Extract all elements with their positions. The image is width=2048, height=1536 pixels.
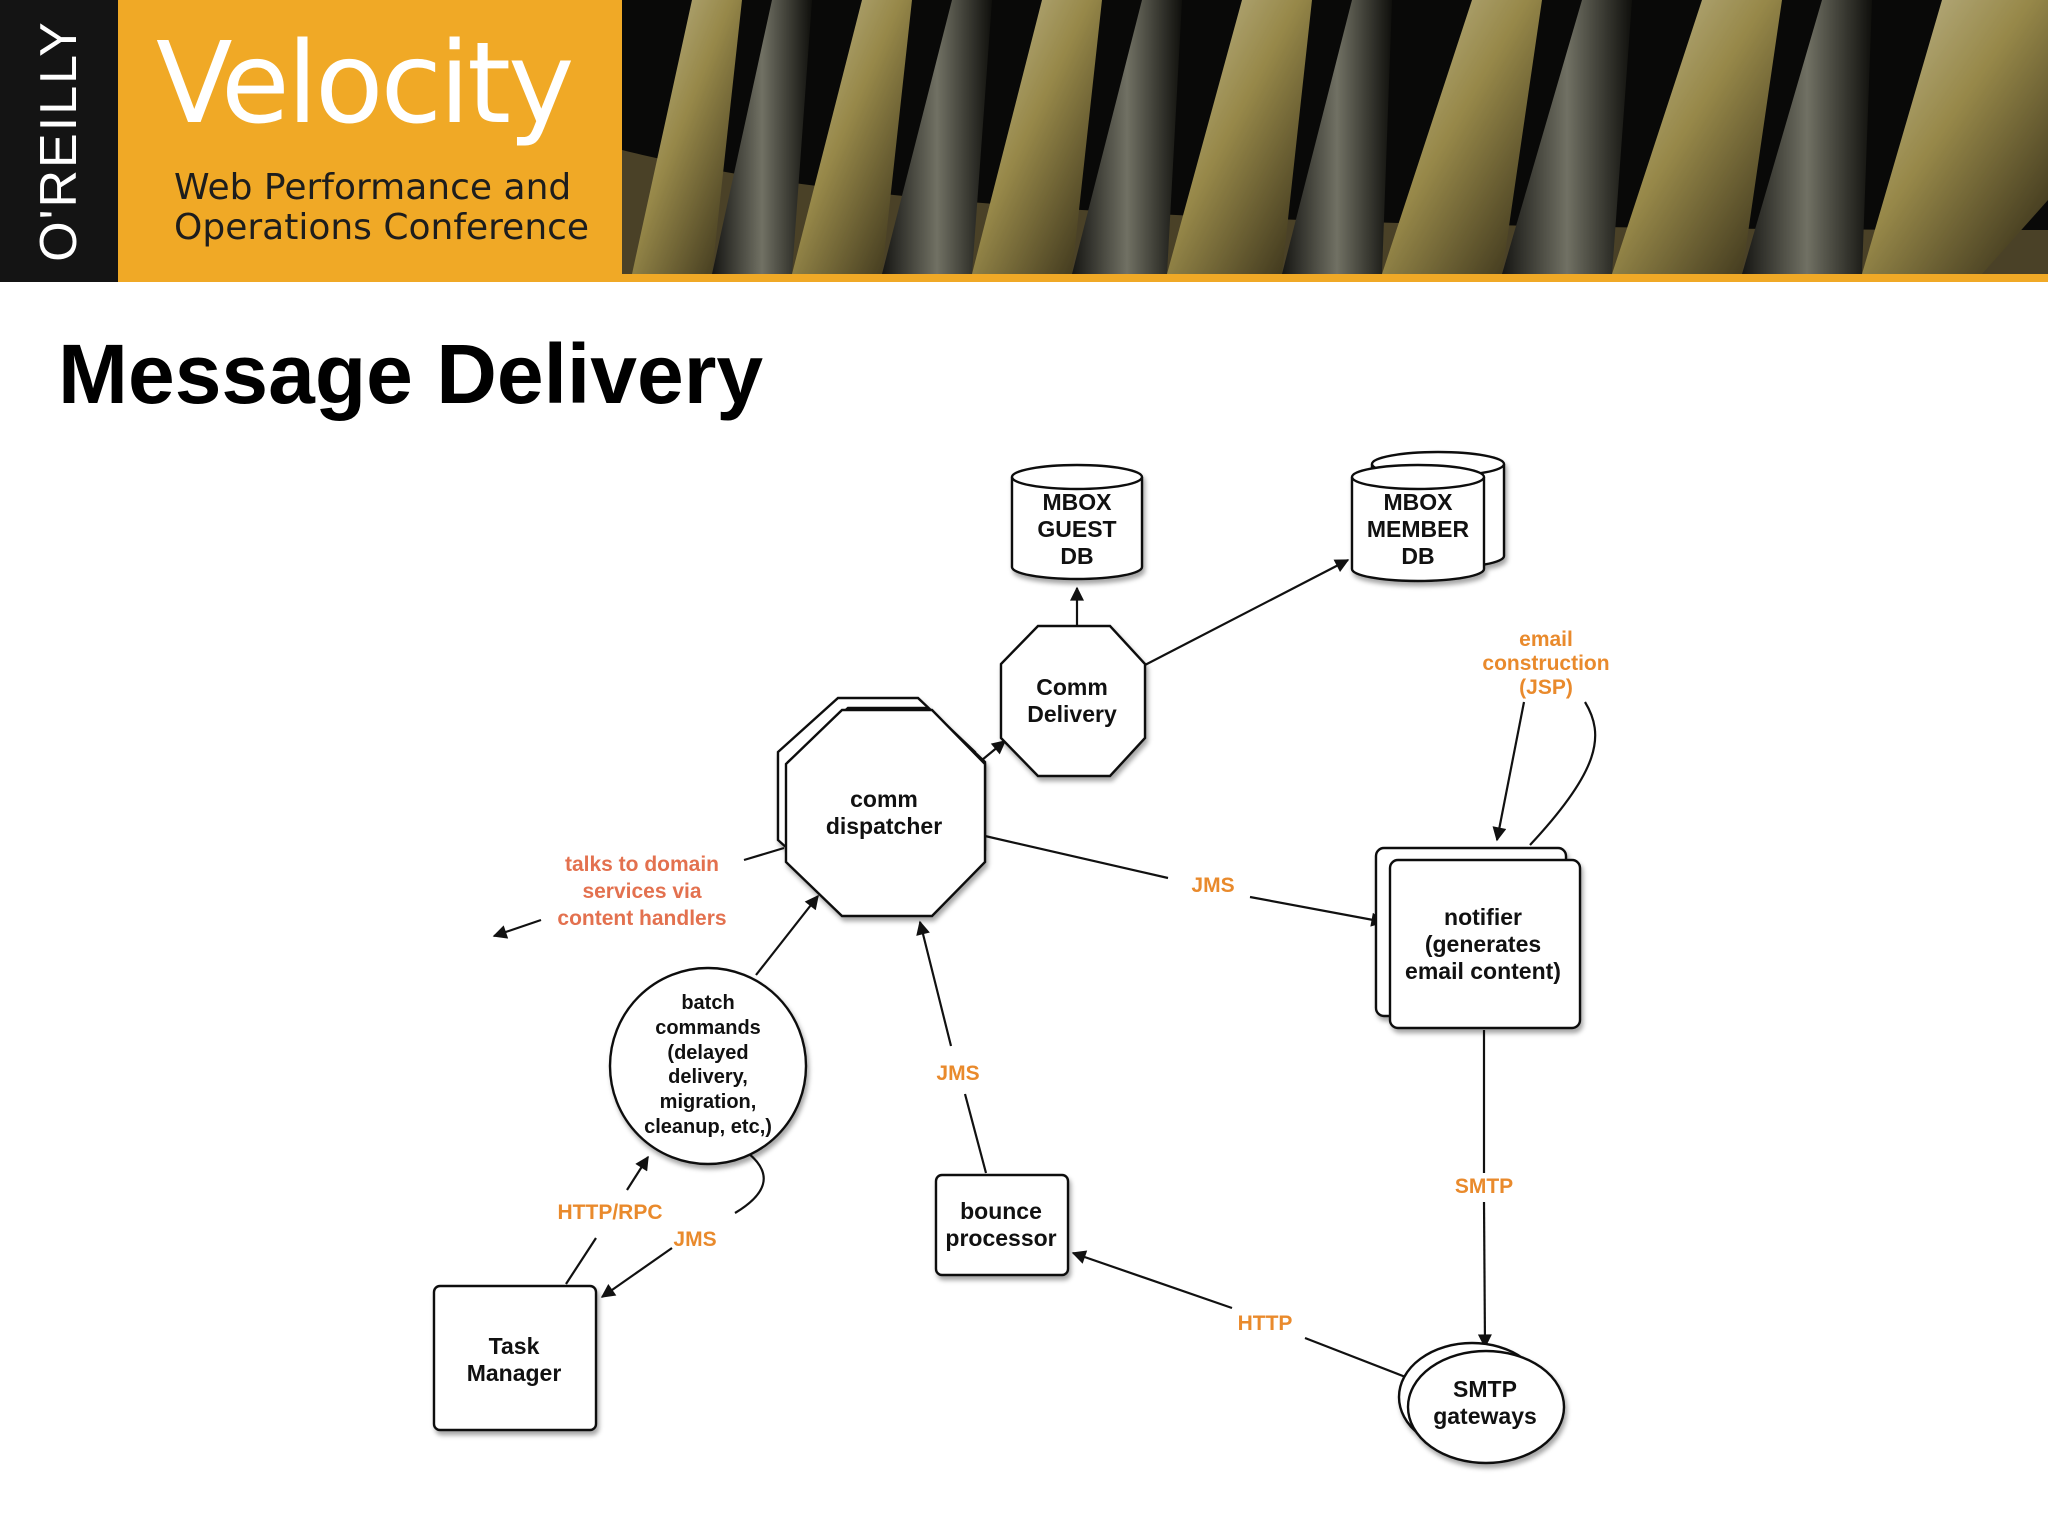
node-mbox-member-db-line-2: MEMBER [1367, 516, 1470, 542]
edge-http-to-bounce [1071, 1250, 1233, 1310]
node-comm-delivery-line-2: Delivery [1027, 701, 1117, 727]
conference-brand-panel: Velocity Web Performance and Operations … [118, 0, 622, 282]
node-mbox-guest-db-line-2: GUEST [1037, 516, 1116, 542]
edge-dispatcher-to-comm-delivery [981, 740, 1007, 761]
label-jms-bounce: JMS [936, 1062, 979, 1085]
node-bounce-processor-line-2: processor [945, 1225, 1056, 1251]
label-email-construction-line-2: construction [1482, 652, 1609, 675]
node-comm-dispatcher-line-1: comm [850, 786, 918, 812]
edge-task-manager-to-http-rpc [565, 1237, 597, 1285]
label-http: HTTP [1238, 1312, 1293, 1335]
node-smtp-gateways-line-1: SMTP [1453, 1376, 1517, 1402]
edge-email-construction-to-notifier [1492, 701, 1526, 842]
node-task-manager-line-2: Manager [467, 1360, 562, 1386]
node-smtp-gateways-line-2: gateways [1433, 1403, 1537, 1429]
conference-subtitle-line-1: Web Performance and [174, 167, 572, 208]
node-batch-commands-line-2: commands [655, 1017, 761, 1039]
node-batch-commands-line-3: (delayed [667, 1042, 748, 1064]
node-notifier-line-1: notifier [1444, 904, 1522, 930]
label-talks-to-domain-line-3: content handlers [557, 907, 726, 930]
node-batch-commands [608, 966, 808, 1166]
label-email-construction-line-1: email [1519, 628, 1573, 651]
conference-logo-title: Velocity [156, 19, 574, 149]
edge-batch-to-task-manager-jms [734, 1152, 765, 1214]
conference-subtitle-line-2: Operations Conference [174, 207, 590, 248]
node-mbox-guest-db [1010, 463, 1144, 581]
edge-smtp-label-to-gateways [1477, 1201, 1492, 1349]
node-batch-commands-line-1: batch [681, 992, 734, 1014]
node-task-manager-line-1: Task [489, 1333, 540, 1359]
label-smtp: SMTP [1455, 1175, 1513, 1198]
node-notifier [1374, 846, 1582, 1030]
header-banner: O'REILLY Velocity Web Performance and Op… [0, 0, 2048, 282]
label-talks-to-domain-line-2: services via [582, 880, 701, 903]
node-batch-commands-line-6: cleanup, etc,) [644, 1116, 772, 1138]
node-comm-dispatcher-line-2: dispatcher [826, 813, 942, 839]
edge-jms-to-notifier [1249, 895, 1386, 927]
edge-jms-label-to-dispatcher [916, 920, 953, 1047]
node-bounce-processor-line-1: bounce [960, 1198, 1042, 1224]
edge-gateways-to-http [1304, 1336, 1409, 1380]
publisher-strip: O'REILLY [0, 0, 118, 282]
label-email-construction-line-3: (JSP) [1519, 676, 1573, 699]
slide-title: Message Delivery [58, 327, 764, 421]
label-talks-to-domain-line-1: talks to domain [565, 853, 719, 876]
edge-comm-delivery-to-member-db [1142, 559, 1350, 667]
edge-http-rpc-to-batch [626, 1155, 649, 1191]
node-mbox-guest-db-line-3: DB [1060, 543, 1093, 569]
node-batch-commands-line-5: migration, [660, 1091, 757, 1113]
node-mbox-member-db-line-1: MBOX [1384, 489, 1454, 515]
node-mbox-guest-db-line-1: MBOX [1043, 489, 1113, 515]
edge-bounce-to-jms-label [963, 1093, 988, 1174]
edge-dispatcher-to-talks-note [743, 846, 785, 862]
label-jms-notifier: JMS [1191, 874, 1234, 897]
banner-rule [622, 274, 2048, 282]
node-smtp-gateways [1397, 1341, 1566, 1465]
edge-talks-note-to-domain [492, 918, 542, 939]
edge-dispatcher-to-notifier-jms [984, 834, 1169, 880]
node-notifier-line-2: (generates [1425, 931, 1541, 957]
node-mbox-member-db [1350, 450, 1506, 583]
edge-notifier-to-email-construction [1529, 701, 1597, 846]
label-http-rpc: HTTP/RPC [558, 1201, 663, 1224]
edge-batch-to-dispatcher [755, 894, 819, 976]
turbine-blades-image [622, 0, 2048, 274]
node-mbox-member-db-line-3: DB [1401, 543, 1434, 569]
node-batch-commands-line-4: delivery, [668, 1066, 748, 1088]
turbine-blades [632, 0, 2048, 274]
node-comm-dispatcher [776, 696, 987, 918]
edge-jms-to-task-manager [600, 1247, 673, 1298]
node-task-manager [432, 1284, 598, 1432]
label-jms-task: JMS [673, 1228, 716, 1251]
diagram-edges [492, 559, 1597, 1380]
node-comm-delivery-line-1: Comm [1036, 674, 1108, 700]
node-bounce-processor [934, 1173, 1070, 1277]
node-comm-delivery [999, 624, 1147, 778]
node-notifier-line-3: email content) [1405, 958, 1561, 984]
